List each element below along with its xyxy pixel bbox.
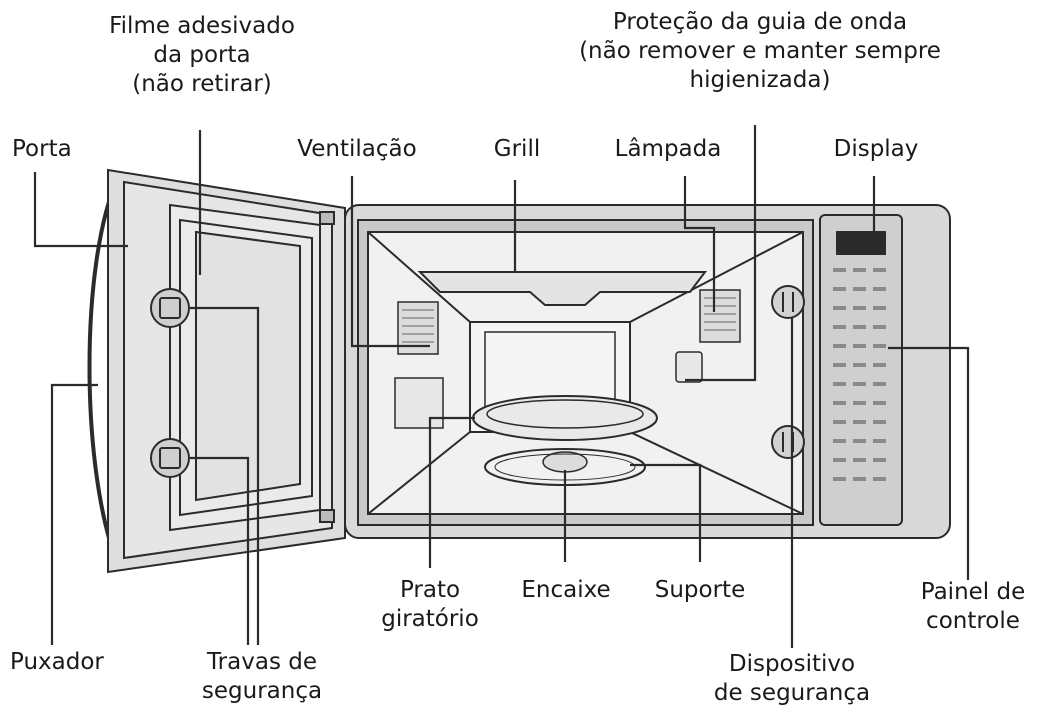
label-travas-line1: Travas de (207, 649, 317, 675)
label-ventilacao: Ventilação (297, 136, 417, 162)
panel-button (853, 401, 866, 405)
panel-button (833, 382, 846, 386)
leader-puxador (50, 383, 98, 645)
turntable-plate (472, 395, 658, 441)
leader-porta (33, 172, 128, 248)
panel-button (833, 363, 846, 367)
label-grill: Grill (493, 136, 541, 162)
panel-button (873, 420, 886, 424)
label-painel-line1: Painel de (920, 579, 1026, 605)
door-film (195, 230, 301, 502)
label-filme-line1: Filme adesivado (109, 13, 295, 39)
label-travas: Travas de segurança (202, 648, 322, 706)
panel-button (853, 382, 866, 386)
panel-button (853, 363, 866, 367)
panel-button (873, 439, 886, 443)
vent-right (699, 289, 741, 343)
panel-button (833, 420, 846, 424)
leader-painel (888, 346, 970, 580)
label-encaixe: Encaixe (521, 577, 611, 603)
label-display: Display (833, 136, 919, 162)
label-dispositivo-line1: Dispositivo (728, 651, 856, 677)
panel-button (873, 382, 886, 386)
coupler (542, 451, 588, 473)
label-prato-line2: giratório (381, 606, 479, 632)
panel-button (853, 477, 866, 481)
label-filme-line3: (não retirar) (132, 71, 272, 97)
panel-button (833, 458, 846, 462)
waveguide-cover (394, 377, 444, 429)
interlock-top (771, 285, 805, 319)
leader-travas-2 (190, 456, 250, 645)
leader-protecao (685, 125, 757, 382)
panel-button (853, 458, 866, 462)
leader-travas (190, 306, 260, 645)
door-latch-bottom (150, 438, 190, 478)
panel-button (873, 477, 886, 481)
panel-button (873, 401, 886, 405)
label-filme-line2: da porta (153, 42, 251, 68)
panel-button (833, 268, 846, 272)
panel-button (853, 325, 866, 329)
panel-buttons (833, 268, 886, 481)
panel-button (833, 306, 846, 310)
label-dispositivo: Dispositivo de segurança (714, 650, 870, 708)
panel-button (873, 325, 886, 329)
label-dispositivo-line2: de segurança (713, 680, 871, 706)
panel-button (853, 287, 866, 291)
grill (417, 271, 707, 306)
panel-button (873, 458, 886, 462)
panel-button (853, 344, 866, 348)
label-porta: Porta (12, 136, 72, 162)
label-filme: Filme adesivado da porta (não retirar) (109, 12, 295, 99)
panel-button (833, 439, 846, 443)
label-painel-line2: controle (926, 608, 1020, 634)
panel-button (833, 477, 846, 481)
label-prato-line1: Prato (399, 577, 461, 603)
label-puxador: Puxador (10, 649, 104, 675)
label-prato: Prato giratório (381, 576, 479, 634)
leader-lampada (683, 176, 716, 312)
panel-button (833, 344, 846, 348)
control-panel (819, 214, 903, 526)
panel-button (873, 363, 886, 367)
label-lampada: Lâmpada (614, 136, 722, 162)
leader-prato (428, 416, 475, 568)
leader-lines (33, 125, 970, 648)
lamp (675, 351, 703, 383)
leader-ventilacao (350, 176, 430, 348)
door-latch-top (150, 288, 190, 328)
panel-button (873, 344, 886, 348)
panel-button (853, 268, 866, 272)
panel-button (853, 439, 866, 443)
panel-button (833, 325, 846, 329)
panel-button (873, 268, 886, 272)
panel-button (853, 420, 866, 424)
oven-body (344, 204, 951, 539)
label-travas-line2: segurança (201, 678, 323, 704)
panel-button (833, 287, 846, 291)
door (87, 168, 346, 574)
label-protecao-line3: higienizada) (689, 67, 831, 93)
label-protecao-line2: (não remover e manter sempre (579, 38, 941, 64)
door-handle (87, 177, 120, 566)
label-protecao-line1: Proteção da guia de onda (612, 9, 908, 35)
label-protecao: Proteção da guia de onda (não remover e … (579, 8, 941, 95)
leader-suporte (630, 463, 702, 562)
panel-button (853, 306, 866, 310)
panel-button (873, 306, 886, 310)
label-painel: Painel de controle (921, 578, 1026, 636)
panel-button (873, 287, 886, 291)
label-suporte: Suporte (654, 577, 746, 603)
interlock-bottom (771, 425, 805, 459)
display (836, 231, 886, 255)
panel-button (833, 401, 846, 405)
